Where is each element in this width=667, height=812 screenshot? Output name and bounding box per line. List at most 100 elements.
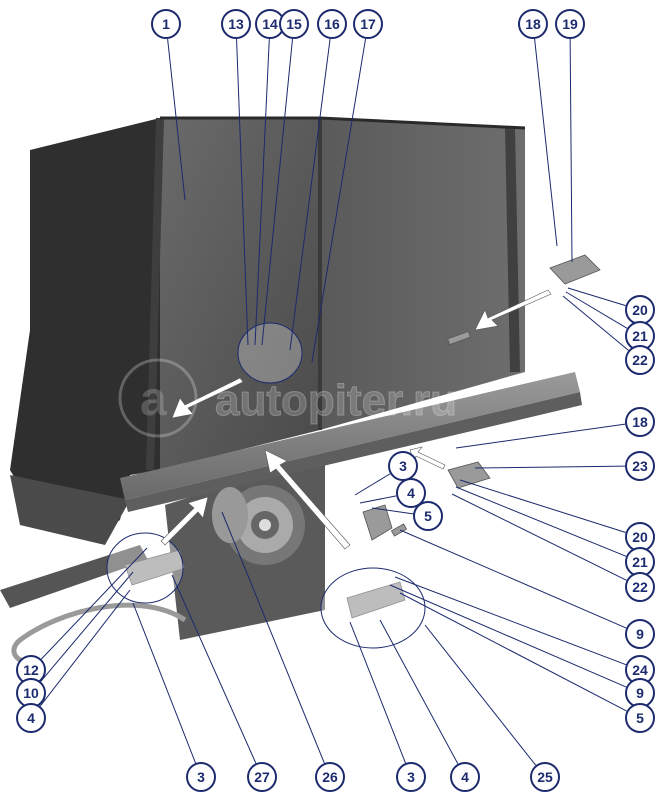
detail-circles bbox=[106, 322, 426, 649]
panel-post-right bbox=[505, 127, 520, 373]
leader-line-c3a bbox=[354, 473, 391, 496]
leader-line-c14 bbox=[254, 38, 270, 346]
callout-c27: 27 bbox=[247, 762, 277, 792]
callout-label: 23 bbox=[632, 458, 648, 474]
frame-rail-lower bbox=[125, 392, 582, 512]
callout-c3a: 3 bbox=[388, 451, 418, 481]
trailer-interior bbox=[10, 118, 160, 540]
detail-circle-right bbox=[320, 567, 426, 649]
callout-circle bbox=[151, 9, 181, 39]
leader-line-c18b bbox=[455, 423, 626, 449]
callout-c17: 17 bbox=[353, 9, 383, 39]
callout-circle bbox=[396, 762, 426, 792]
callout-c25: 25 bbox=[530, 762, 560, 792]
callout-circle bbox=[221, 9, 251, 39]
callout-circle bbox=[625, 703, 655, 733]
wheel-hub bbox=[212, 485, 305, 565]
callout-c23: 23 bbox=[625, 451, 655, 481]
callout-label: 18 bbox=[525, 16, 541, 32]
callout-circle bbox=[625, 407, 655, 437]
leader-lines bbox=[39, 38, 629, 766]
leader-line-c10 bbox=[40, 571, 134, 682]
callout-c4a: 4 bbox=[396, 478, 426, 508]
callout-c4b: 4 bbox=[16, 703, 46, 733]
leader-line-c18a bbox=[534, 38, 558, 247]
callout-label: 22 bbox=[632, 579, 648, 595]
callout-label: 5 bbox=[424, 508, 432, 524]
callout-circle bbox=[279, 9, 309, 39]
leader-line-c20b bbox=[459, 479, 626, 533]
callout-c3b: 3 bbox=[186, 762, 216, 792]
callout-circle bbox=[625, 451, 655, 481]
callout-circle bbox=[388, 451, 418, 481]
callout-label: 5 bbox=[636, 710, 644, 726]
callout-circle bbox=[396, 478, 426, 508]
callout-circle bbox=[315, 762, 345, 792]
leader-line-c19 bbox=[569, 38, 573, 263]
leader-line-c1 bbox=[167, 38, 186, 201]
callout-c14: 14 bbox=[255, 9, 285, 39]
callout-label: 9 bbox=[636, 685, 644, 701]
callout-circle bbox=[247, 762, 277, 792]
leader-line-c25 bbox=[424, 624, 537, 766]
callout-c4c: 4 bbox=[450, 762, 480, 792]
callout-label: 3 bbox=[197, 769, 205, 785]
detail-circle-left bbox=[106, 532, 184, 604]
callout-c15: 15 bbox=[279, 9, 309, 39]
callout-circle bbox=[518, 9, 548, 39]
callout-c9b: 9 bbox=[625, 678, 655, 708]
callout-c10: 10 bbox=[16, 678, 46, 708]
leader-line-c22b bbox=[451, 493, 627, 581]
callout-label: 16 bbox=[324, 16, 340, 32]
callout-label: 12 bbox=[23, 662, 39, 678]
leader-line-c13 bbox=[236, 38, 249, 346]
callout-circle bbox=[413, 501, 443, 531]
callout-circle bbox=[186, 762, 216, 792]
callout-circle bbox=[625, 619, 655, 649]
arrow-to-mount bbox=[171, 377, 244, 419]
callout-label: 20 bbox=[632, 529, 648, 545]
watermark-text: autopiter.ru bbox=[215, 376, 457, 425]
callout-circle bbox=[555, 9, 585, 39]
plate-19 bbox=[549, 254, 601, 285]
callout-label: 10 bbox=[23, 685, 39, 701]
callout-circle bbox=[530, 762, 560, 792]
leader-line-c4b bbox=[39, 589, 131, 707]
callout-label: 25 bbox=[537, 769, 553, 785]
callout-c9a: 9 bbox=[625, 619, 655, 649]
leader-line-c17 bbox=[311, 38, 367, 363]
callout-c19: 19 bbox=[555, 9, 585, 39]
leader-line-c26 bbox=[221, 511, 325, 764]
leader-line-c21b bbox=[455, 486, 627, 557]
callout-label: 21 bbox=[632, 328, 648, 344]
callout-circle bbox=[625, 572, 655, 602]
leader-line-c15 bbox=[261, 38, 294, 346]
callout-label: 9 bbox=[636, 626, 644, 642]
callout-c1: 1 bbox=[151, 9, 181, 39]
bracket-24 bbox=[346, 581, 406, 619]
hardware-group bbox=[124, 254, 601, 619]
leader-line-c27 bbox=[171, 574, 257, 764]
leader-line-c16 bbox=[289, 38, 331, 351]
pointer-arrows bbox=[160, 289, 552, 550]
callout-c21a: 21 bbox=[625, 321, 655, 351]
callout-label: 1 bbox=[162, 16, 170, 32]
callout-c13: 13 bbox=[221, 9, 251, 39]
pin-17 bbox=[447, 330, 471, 346]
callout-c24: 24 bbox=[625, 655, 655, 685]
watermark-logo-circle bbox=[118, 358, 198, 438]
callout-c20a: 20 bbox=[625, 295, 655, 325]
leader-line-c4c bbox=[379, 619, 459, 765]
panel-post-left bbox=[146, 117, 164, 471]
callout-c5b: 5 bbox=[625, 703, 655, 733]
callout-c20b: 20 bbox=[625, 522, 655, 552]
arrow-to-pin bbox=[474, 289, 552, 331]
callout-c3c: 3 bbox=[396, 762, 426, 792]
trailer-floor bbox=[10, 475, 130, 545]
arrow-to-hub bbox=[160, 496, 209, 546]
leader-line-c21a bbox=[565, 291, 628, 329]
callout-label: 3 bbox=[407, 769, 415, 785]
callout-c18b: 18 bbox=[625, 407, 655, 437]
